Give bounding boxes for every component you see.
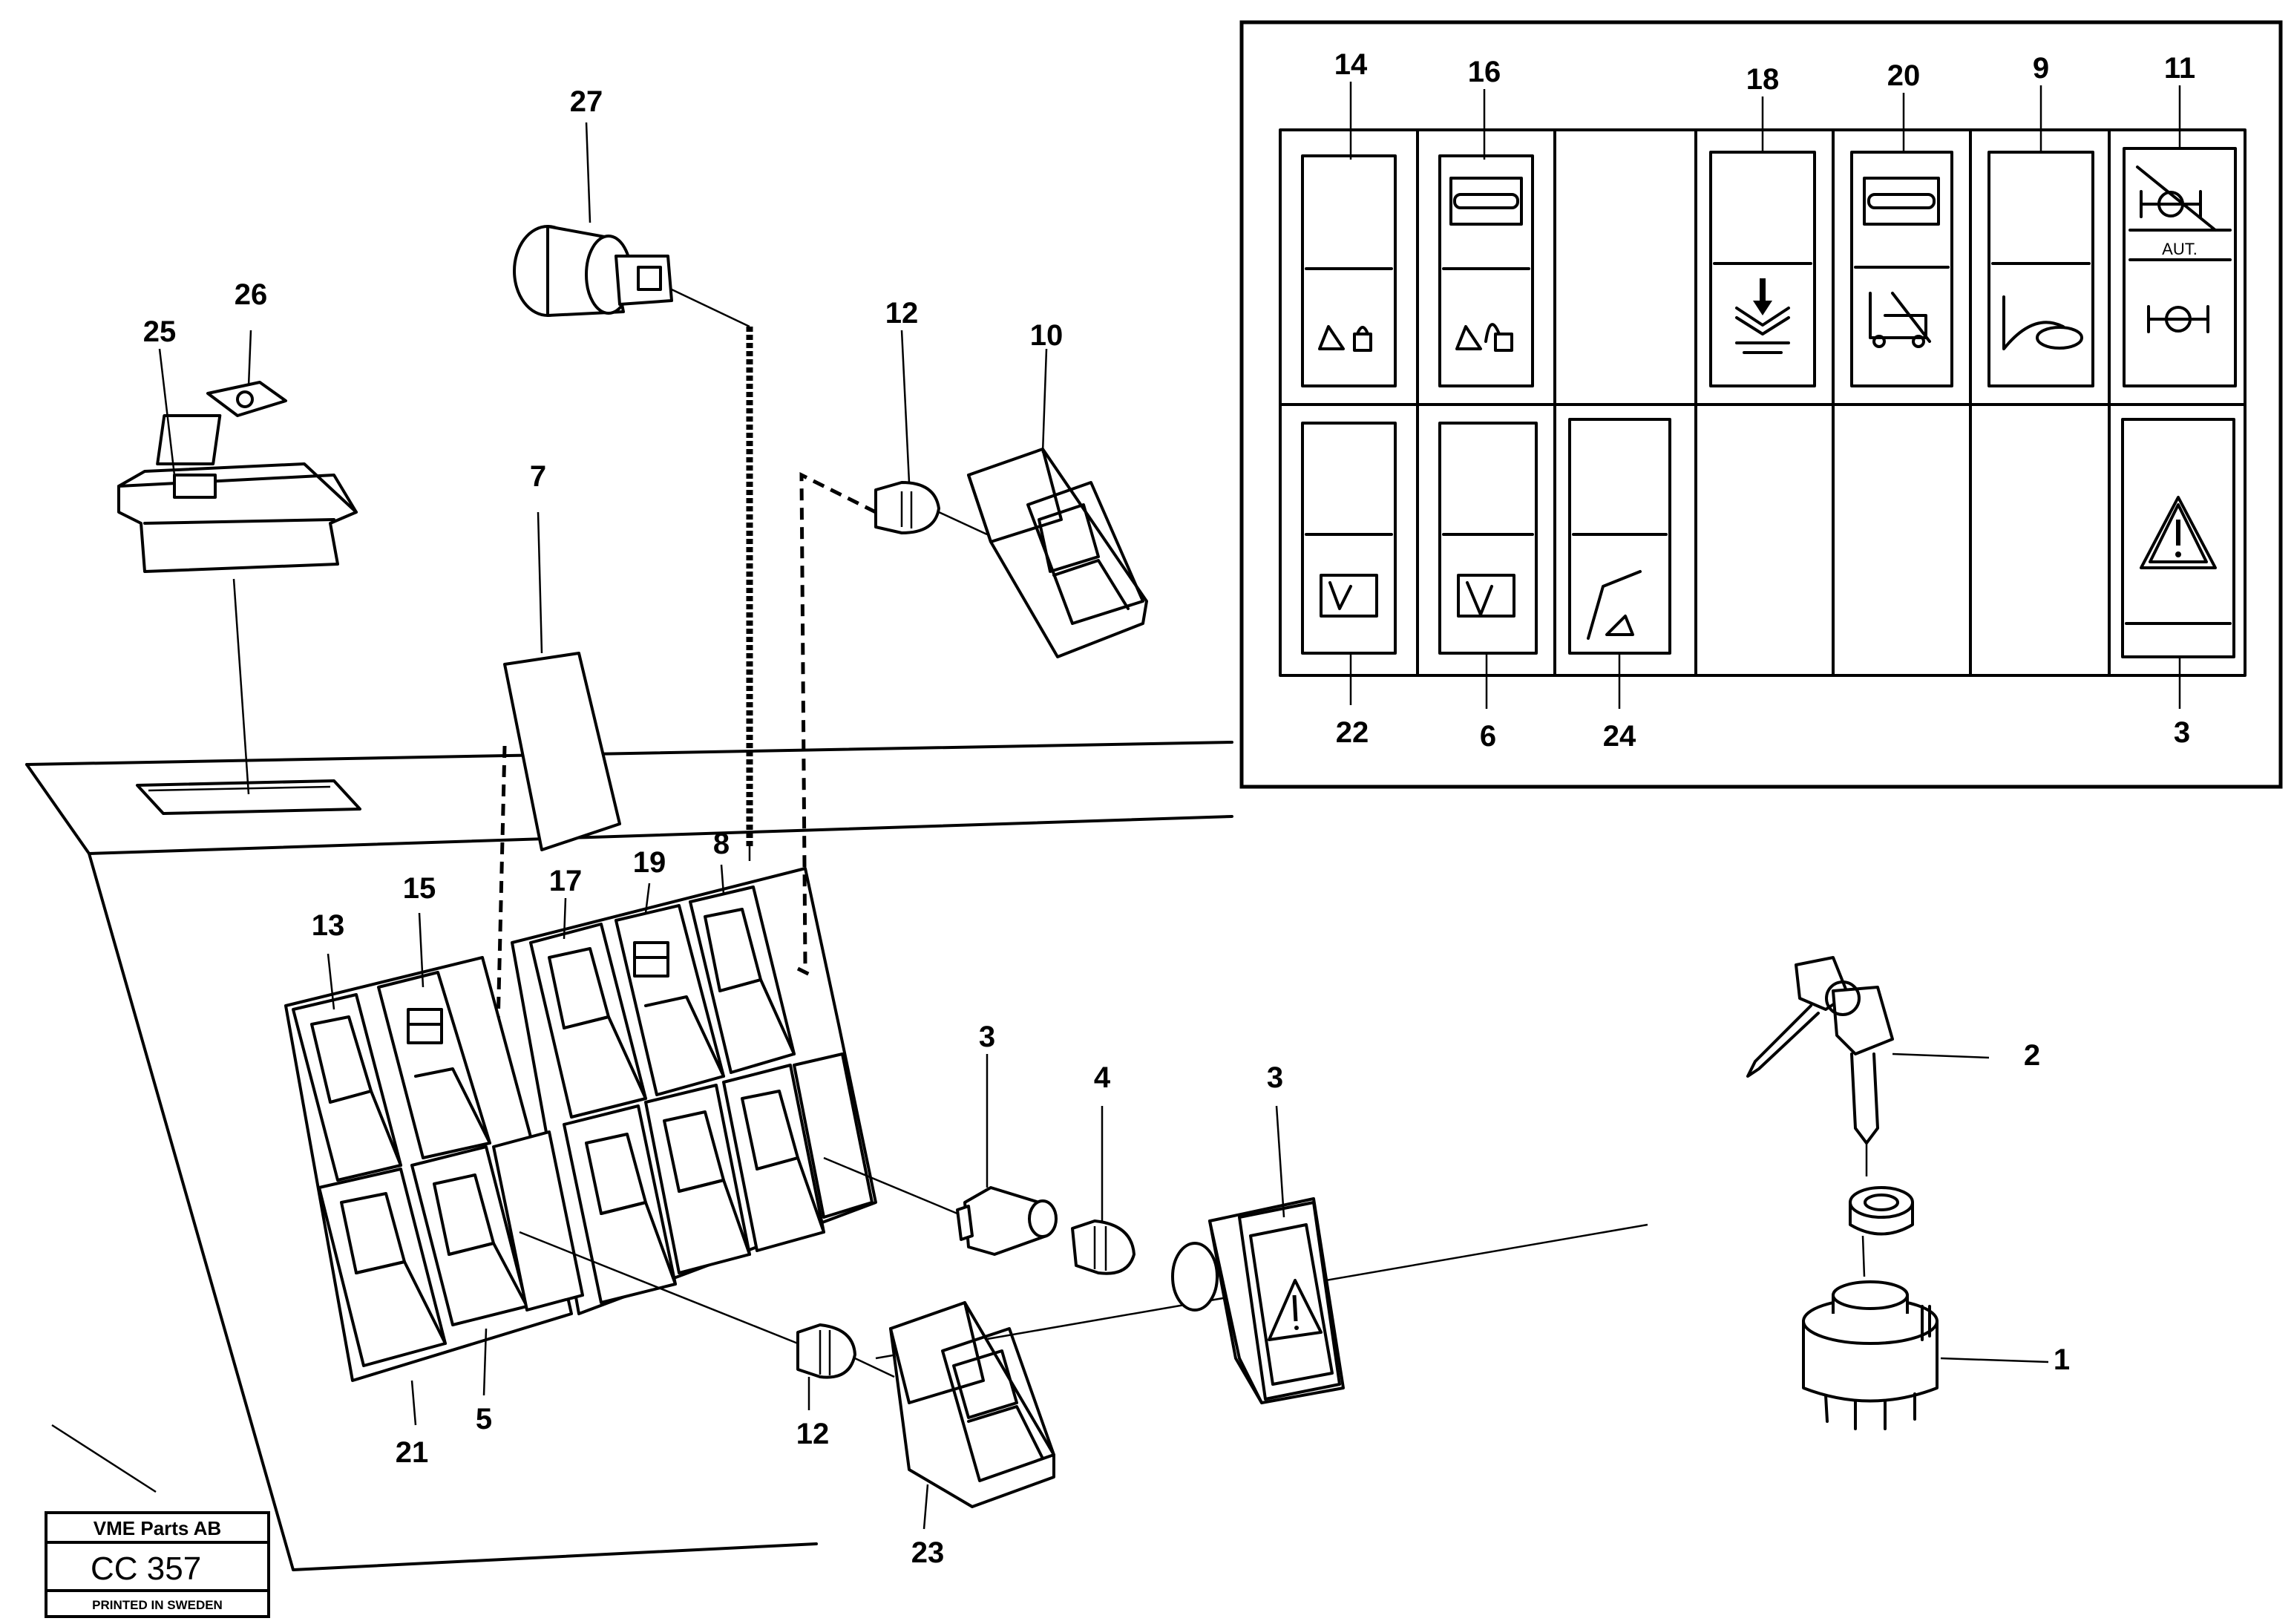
- key-icon: [1746, 956, 1990, 1145]
- callout-21: 21: [396, 1436, 429, 1469]
- stamp-printed: PRINTED IN SWEDEN: [92, 1598, 223, 1612]
- callout-19: 19: [633, 846, 666, 879]
- diff-lock-icon: [1318, 325, 1372, 352]
- symbol-cell-11: AUT.: [2123, 147, 2237, 387]
- callout-16: 16: [1468, 56, 1501, 88]
- socket-part-27: [513, 225, 753, 861]
- warning-switch-3: [1171, 1105, 1345, 1404]
- callout-15: 15: [403, 872, 436, 905]
- callout-2: 2: [2024, 1039, 2040, 1072]
- callout-4: 4: [1094, 1061, 1111, 1094]
- rocker-switch-lower-c: [722, 1064, 825, 1252]
- rocker-switch-17: [529, 923, 647, 1119]
- bulb-icon: [874, 481, 988, 536]
- diff-lock-release-icon: [1455, 323, 1513, 352]
- callout-6: 6: [1480, 720, 1496, 753]
- callout-20: 20: [1887, 59, 1921, 92]
- callout-17: 17: [549, 865, 583, 897]
- rocker-switch-21: [318, 1168, 447, 1367]
- symbol-cell-18: [1709, 151, 1816, 387]
- axle-icon: [2147, 305, 2209, 333]
- wiper-icon: [1320, 574, 1378, 618]
- symbol-cell-24: [1568, 418, 1671, 655]
- callout-7: 7: [530, 460, 546, 493]
- horn-icon: [2002, 295, 2083, 350]
- bulb-holder-3: [956, 1054, 1058, 1256]
- symbol-cell-9: [1987, 151, 2094, 387]
- callout-3-panel: 3: [2174, 716, 2190, 749]
- stamp-box: VME Parts AB CC 357 PRINTED IN SWEDEN: [45, 1511, 270, 1618]
- callout-9: 9: [2033, 52, 2049, 85]
- callout-labels: 27 26 25 12 10 7 13 15 17 19 8 3 4 3 21 …: [143, 48, 2195, 1569]
- blank-plate-7: [495, 652, 621, 1058]
- callout-12-top: 12: [885, 297, 919, 330]
- callout-24: 24: [1603, 720, 1636, 753]
- rocker-switch-13: [292, 993, 402, 1182]
- callout-10: 10: [1030, 319, 1064, 352]
- axle-icon: [2136, 166, 2217, 232]
- bulb-icon: [1071, 1106, 1135, 1275]
- callout-5: 5: [476, 1403, 492, 1435]
- callout-11: 11: [2164, 52, 2195, 85]
- symbol-cell-3: [2121, 418, 2235, 658]
- fork-lift-icon: [1869, 292, 1931, 348]
- wiper-blade-icon: [1587, 570, 1642, 640]
- callout-27: 27: [570, 85, 603, 118]
- aut-label: AUT.: [2162, 240, 2198, 258]
- callout-8: 8: [713, 828, 730, 860]
- symbol-cell-14: [1301, 154, 1397, 387]
- rocker-switch-lower-b: [644, 1084, 751, 1274]
- switch-bank: [284, 867, 877, 1382]
- rocker-switch-lower-a: [563, 1104, 677, 1304]
- wiper-icon: [1457, 574, 1515, 618]
- symbol-cell-6: [1438, 422, 1538, 655]
- symbol-cell-16: [1438, 154, 1534, 387]
- callout-26: 26: [235, 278, 268, 311]
- leader-lines: [158, 122, 1048, 1426]
- rocker-switch-8: [689, 885, 796, 1074]
- rocker-switch-19: [615, 904, 725, 1096]
- callout-18: 18: [1746, 63, 1780, 96]
- symbol-cell-20: [1850, 151, 1953, 387]
- callout-25: 25: [143, 315, 177, 348]
- ignition-switch-icon: [1802, 1143, 2049, 1430]
- callout-12-bottom: 12: [796, 1418, 830, 1450]
- rocker-switch-15: [377, 971, 491, 1159]
- rocker-switch-10: [967, 448, 1148, 658]
- symbol-panel: AUT.: [1239, 20, 2283, 789]
- callout-23: 23: [911, 1536, 945, 1569]
- lower-arrow-icon: [1735, 278, 1790, 354]
- callout-3-switch: 3: [1267, 1061, 1283, 1094]
- callout-13: 13: [312, 909, 345, 942]
- warning-triangle-icon: [2140, 496, 2217, 569]
- callout-3-holder: 3: [979, 1021, 995, 1053]
- callout-14: 14: [1334, 48, 1368, 81]
- symbol-cell-22: [1301, 422, 1397, 655]
- stamp-code: CC 357: [91, 1551, 201, 1587]
- callout-1: 1: [2054, 1343, 2070, 1376]
- rocker-switch-23: [889, 1301, 1055, 1530]
- warning-triangle-icon: [1268, 1279, 1323, 1341]
- callout-22: 22: [1336, 716, 1369, 749]
- bulb-icon: [796, 1323, 895, 1410]
- stamp-company: VME Parts AB: [94, 1517, 221, 1539]
- switch-part-25-26: [117, 381, 358, 795]
